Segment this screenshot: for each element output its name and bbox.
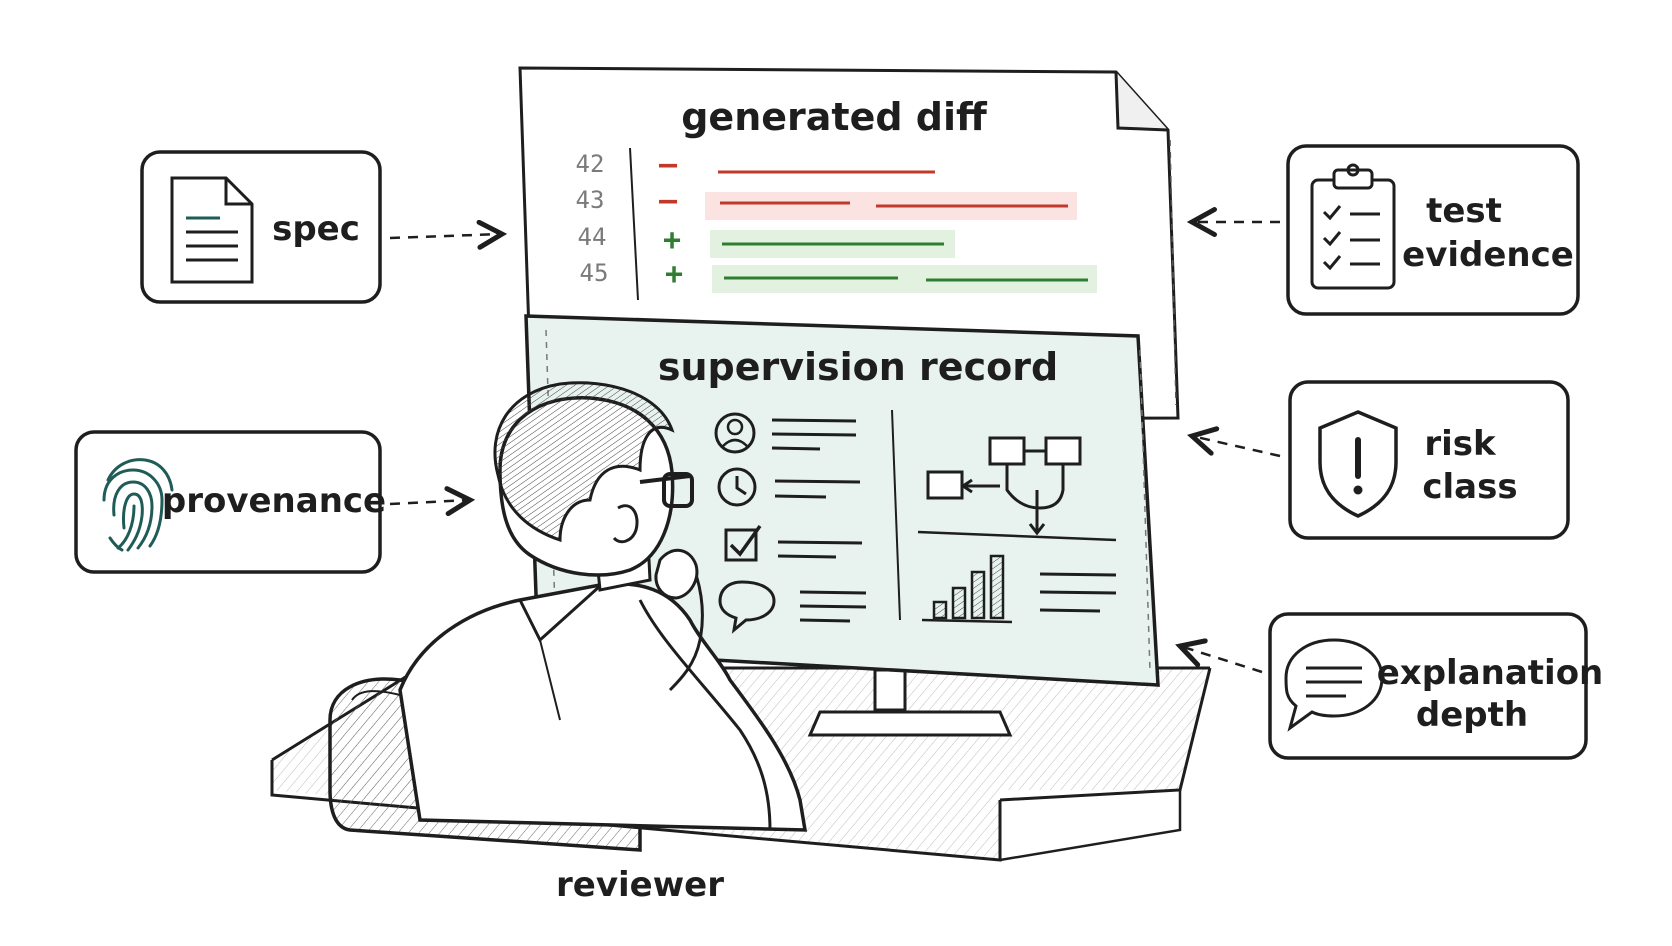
chat-bubble-icon — [1284, 638, 1384, 732]
explanation-depth-card: explanation depth — [1268, 612, 1604, 760]
glasses-icon — [639, 472, 694, 508]
reviewer-label: reviewer — [556, 865, 724, 905]
fingerprint-icon — [102, 458, 174, 552]
record-text-lines — [777, 540, 863, 559]
test-evidence-label-line-1: test — [1426, 191, 1502, 231]
removed-sign: – — [659, 147, 678, 182]
diff-line-45: 45 + — [580, 257, 1097, 293]
test-evidence-card: test evidence — [1286, 144, 1580, 316]
flow-diagram-icon — [926, 436, 1082, 536]
record-text-lines — [799, 590, 867, 623]
spec-arrow — [389, 234, 502, 238]
diff-line-44: 44 + — [578, 223, 955, 258]
monitor-stand — [807, 668, 1013, 737]
risk-class-label-line-1: risk — [1424, 424, 1497, 464]
risk-class-card: risk class — [1288, 380, 1570, 540]
explanation-depth-label-line-2: depth — [1416, 695, 1528, 735]
speech-bubble-icon — [718, 580, 776, 634]
reviewer-hair — [493, 381, 675, 543]
provenance-label: provenance — [162, 481, 386, 521]
spec-card: spec — [140, 150, 382, 304]
provenance-arrow — [389, 500, 470, 504]
shield-alert-icon — [1318, 410, 1398, 518]
line-number: 44 — [578, 223, 607, 251]
line-number: 43 — [576, 186, 605, 214]
line-number: 45 — [580, 259, 609, 287]
record-title: supervision record — [658, 345, 1058, 389]
record-text-lines — [774, 479, 861, 499]
diff-line-42: 42 – — [576, 147, 935, 182]
reviewer-figure: reviewer — [328, 381, 808, 905]
added-sign: + — [665, 257, 683, 292]
removed-sign: – — [659, 183, 678, 218]
checkbox-icon — [724, 524, 762, 562]
person-icon — [714, 412, 756, 454]
reviewer-hand — [654, 549, 699, 600]
spec-label: spec — [272, 209, 360, 249]
explanation-depth-label-line-1: explanation — [1377, 653, 1604, 693]
line-number: 42 — [576, 150, 605, 178]
clock-icon — [717, 467, 757, 507]
record-text-lines — [1039, 572, 1117, 613]
risk-class-label-line-2: class — [1422, 467, 1517, 507]
clipboard-checklist-icon — [1310, 163, 1396, 290]
explanation-depth-arrow — [1180, 646, 1263, 674]
diff-title: generated diff — [681, 95, 988, 139]
record-text-lines — [771, 418, 857, 451]
test-evidence-label-line-2: evidence — [1402, 235, 1574, 275]
risk-class-arrow — [1192, 436, 1281, 458]
added-sign: + — [663, 223, 681, 258]
document-icon — [170, 176, 254, 284]
provenance-card: provenance — [74, 430, 386, 574]
bar-chart-icon — [921, 554, 1013, 624]
reviewer-shoulders — [398, 582, 808, 832]
diff-line-43: 43 – — [576, 183, 1077, 220]
